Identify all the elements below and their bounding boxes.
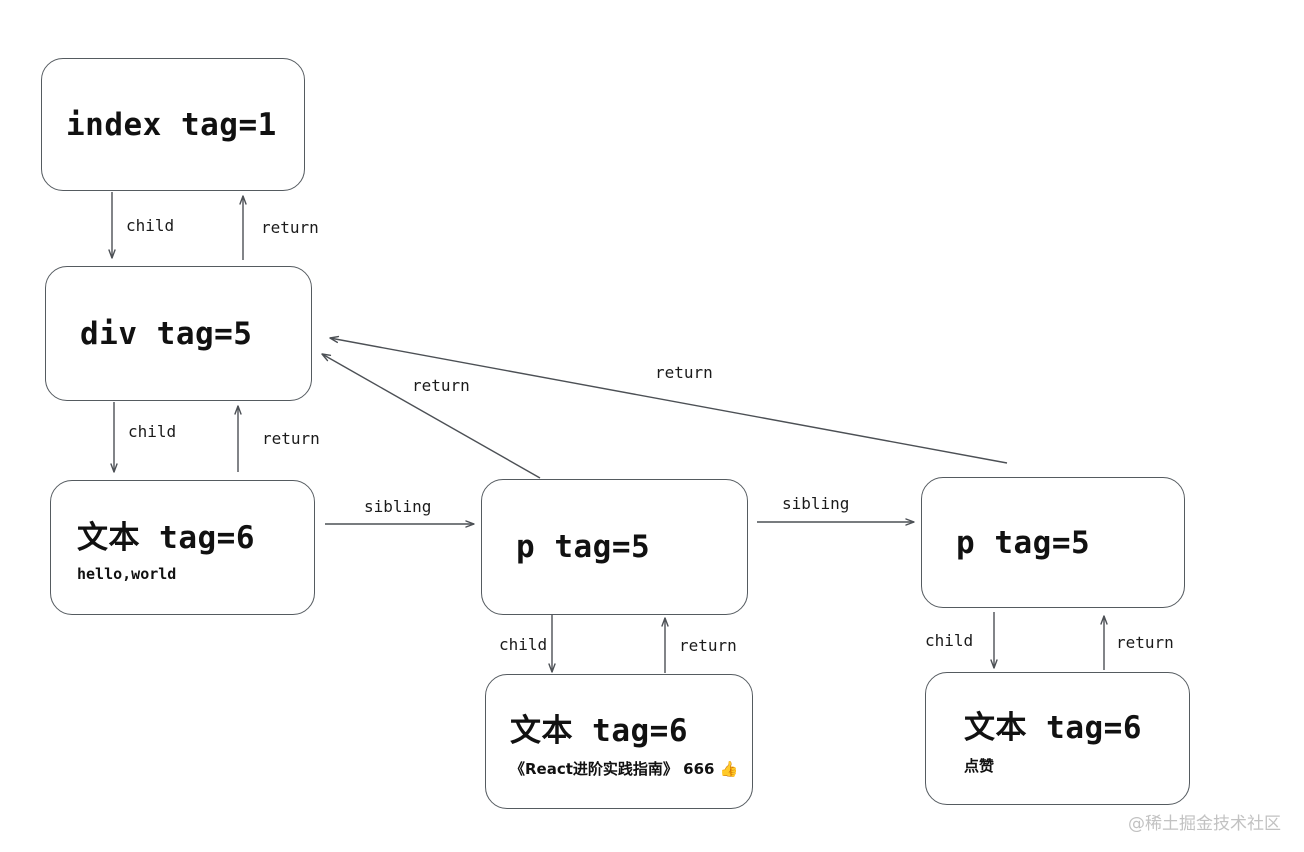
edge-label-p-right-child: child bbox=[925, 631, 974, 650]
node-text-react[interactable]: 文本 tag=6 《React进阶实践指南》 666 👍 bbox=[485, 674, 753, 809]
edge-label-text-like-return: return bbox=[1116, 633, 1174, 652]
node-p-mid[interactable]: p tag=5 bbox=[481, 479, 748, 615]
edge-label-div-return: return bbox=[261, 218, 319, 237]
node-text-react-sub: 《React进阶实践指南》 666 👍 bbox=[510, 759, 739, 778]
node-div[interactable]: div tag=5 bbox=[45, 266, 312, 401]
watermark: @稀土掘金技术社区 bbox=[1128, 814, 1281, 834]
edge-label-text-react-return: return bbox=[679, 636, 737, 655]
edge-label-p-right-return: return bbox=[655, 363, 713, 382]
edge-label-p-mid-child: child bbox=[499, 635, 548, 654]
node-p-mid-title: p tag=5 bbox=[516, 529, 651, 565]
node-index-title: index tag=1 bbox=[66, 106, 277, 143]
node-div-title: div tag=5 bbox=[80, 315, 253, 352]
node-text-hello-sub: hello,world bbox=[77, 565, 177, 583]
edge-label-p-mid-sibling: sibling bbox=[782, 494, 850, 513]
edge-label-p-mid-return: return bbox=[412, 376, 470, 395]
node-text-like[interactable]: 文本 tag=6 点赞 bbox=[925, 672, 1190, 805]
node-text-hello-title: 文本 tag=6 bbox=[77, 520, 255, 556]
node-text-react-title: 文本 tag=6 bbox=[510, 712, 688, 749]
node-text-like-sub: 点赞 bbox=[964, 756, 995, 775]
node-p-right-title: p tag=5 bbox=[956, 524, 1091, 561]
edge-label-div-child: child bbox=[128, 422, 177, 441]
node-text-like-title: 文本 tag=6 bbox=[964, 709, 1142, 746]
edge-label-text-hello-sibling: sibling bbox=[364, 497, 432, 516]
node-text-hello[interactable]: 文本 tag=6 hello,world bbox=[50, 480, 315, 615]
node-index[interactable]: index tag=1 bbox=[41, 58, 305, 191]
edge-label-index-child: child bbox=[126, 216, 175, 235]
edge-p-mid-return bbox=[321, 353, 541, 479]
node-p-right[interactable]: p tag=5 bbox=[921, 477, 1185, 608]
edge-p-right-return bbox=[329, 335, 1008, 464]
edge-label-text-hello-return: return bbox=[262, 429, 320, 448]
